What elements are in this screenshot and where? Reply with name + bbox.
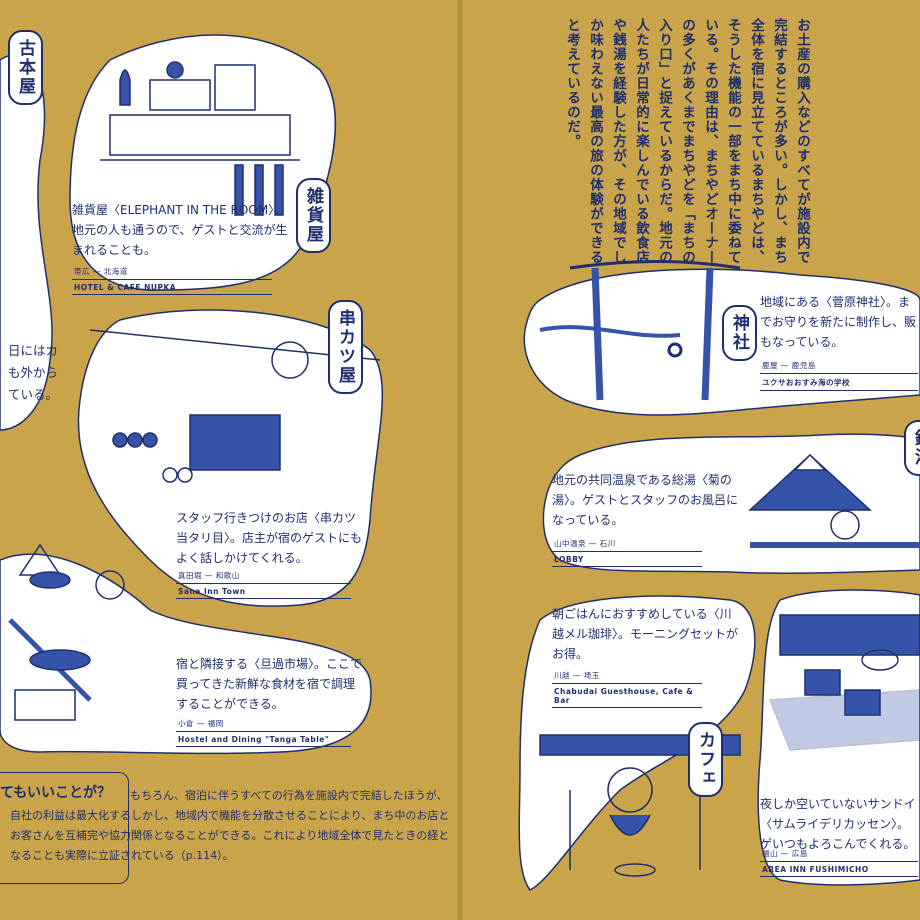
question-body: もちろん、宿泊に伴うすべての行為を施設内で完結したほうが、自社の利益は最大化する… <box>10 789 450 862</box>
spot-name: ユクサおおすみ海の学校 <box>760 374 918 391</box>
spot-name: HOTEL & CAFE NUPKA <box>72 280 272 295</box>
label-furuhonya: 古本屋 <box>8 30 43 105</box>
blob-zakkaya <box>69 34 337 291</box>
label-cafe: カフェ <box>688 722 723 797</box>
spot-place: 川越 ― 埼玉 <box>552 670 702 684</box>
spot-place: 山中温泉 ― 石川 <box>552 538 702 552</box>
market-illustration <box>8 543 125 721</box>
spot-place: 小倉 ― 福岡 <box>176 718 351 732</box>
spot-chabudai-tag: 川越 ― 埼玉 Chabudai Guesthouse, Cafe & Bar <box>552 670 702 708</box>
spot-samurai-tag: 福山 ― 広島 AREA INN FUSHIMICHO <box>760 848 918 877</box>
kushikatsu-counter-illustration <box>89 329 381 483</box>
spot-kushikatsu-caption: スタッフ行きつけのお店〈串カツ当タリ目〉。店主が宿のゲストにもよく話しかけてくれ… <box>176 511 363 565</box>
zakkaya-shelf-illustration <box>100 61 300 216</box>
spot-jinja-tag: 鹿屋 ― 鹿児島 ユクサおおすみ海の学校 <box>760 360 918 391</box>
label-jinja: 神社 <box>722 305 757 361</box>
spot-chabudai-caption: 朝ごはんにおすすめしている〈川越メル珈琲〉。モーニングセットがお得。 <box>552 607 739 661</box>
right-page: お土産の購入などのすべてが施設内で完結するところが多い。しかし、まち全体を宿に見… <box>460 0 920 920</box>
spot-name: AREA INN FUSHIMICHO <box>760 862 918 877</box>
left-page: 古本屋 雑貨屋 串カツ屋 日にはカ も外から ている。 雑貨屋〈ELEPHANT… <box>0 30 450 884</box>
spot-market-caption: 宿と隣接する〈旦過市場〉。ここで買ってきた新鮮な食材を宿で調理することができる。 <box>176 657 363 711</box>
sandwich-illustration <box>768 614 920 751</box>
label-zakkaya: 雑貨屋 <box>296 178 331 253</box>
body-vertical-text: お土産の購入などのすべてが施設内で完結するところが多い。しかし、まち全体を宿に見… <box>564 18 810 265</box>
spot-place: 福山 ― 広島 <box>760 848 918 862</box>
question-box <box>0 772 129 884</box>
spot-place: 帯広 ― 北海道 <box>72 266 272 280</box>
spot-samurai-caption: 夜しか空いていないサンドイ〈サムライデリカッセン〉。ゲいつもよろこんでくれる。 <box>760 797 916 851</box>
spot-zakkaya-tag: 帯広 ― 北海道 HOTEL & CAFE NUPKA <box>72 266 272 295</box>
spot-market-tag: 小倉 ― 福岡 Hostel and Dining "Tanga Table" <box>176 718 351 747</box>
label-kushikatsuya: 串カツ屋 <box>328 300 363 394</box>
blob-market <box>0 553 372 755</box>
partial-caption-left: 日にはカ も外から ている。 <box>8 343 59 402</box>
spot-name: LOBBY <box>552 552 702 567</box>
spot-name: Sana Inn Town <box>176 584 351 599</box>
spot-sento-tag: 山中温泉 ― 石川 LOBBY <box>552 538 702 567</box>
label-sento: 銭湯 <box>904 420 920 476</box>
spot-sento-caption: 地元の共同温泉である総湯〈菊の湯〉。ゲストとスタッフのお風呂になっている。 <box>552 473 739 527</box>
spot-zakkaya-caption: 雑貨屋〈ELEPHANT IN THE ROOM〉。地元の人も通うので、ゲストと… <box>72 203 288 257</box>
spot-place: 鹿屋 ― 鹿児島 <box>760 360 918 374</box>
torii-illustration <box>539 260 741 401</box>
left-blob-shapes <box>0 34 384 755</box>
spot-jinja-caption: 地域にある〈菅原神社〉。までお守りを新たに制作し、販もなっている。 <box>760 295 917 349</box>
spread-gutter <box>457 0 463 920</box>
mountain-onsen-illustration <box>748 453 920 548</box>
blob-cafe-samurai <box>757 589 920 886</box>
spot-name: Hostel and Dining "Tanga Table" <box>176 732 351 747</box>
spot-place: 真田堀 ― 和歌山 <box>176 570 351 584</box>
spot-kushikatsu-tag: 真田堀 ― 和歌山 Sana Inn Town <box>176 570 351 599</box>
spot-name: Chabudai Guesthouse, Cafe & Bar <box>552 684 702 708</box>
question-title: てもいいことが？ <box>0 785 112 801</box>
